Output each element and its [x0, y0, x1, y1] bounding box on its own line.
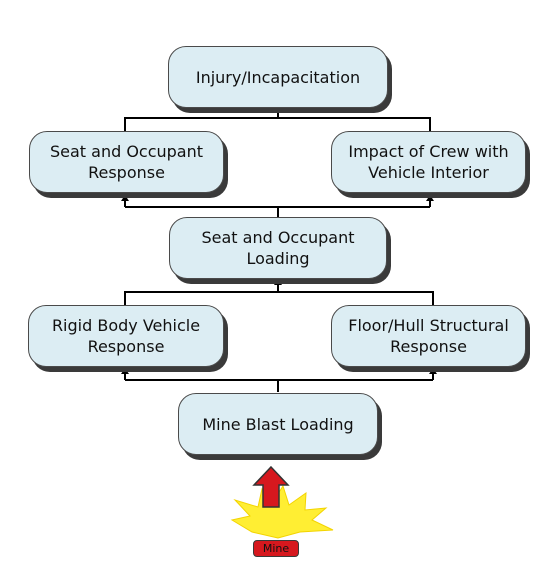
rigid-body-box: Rigid Body Vehicle Response	[28, 305, 224, 367]
seat-response-box: Seat and Occupant Response	[29, 131, 224, 193]
crew-impact-label: Impact of Crew with Vehicle Interior	[348, 142, 509, 182]
mine-blast-label: Mine Blast Loading	[202, 414, 354, 434]
blast-icon	[230, 484, 334, 539]
mine-label: Mine	[253, 540, 299, 557]
seat-loading-box: Seat and Occupant Loading	[169, 217, 387, 279]
blast-arrow-icon	[252, 465, 290, 508]
rigid-body-label: Rigid Body Vehicle Response	[51, 316, 201, 356]
floor-hull-box: Floor/Hull Structural Response	[331, 305, 526, 367]
crew-impact-box: Impact of Crew with Vehicle Interior	[331, 131, 526, 193]
injury-label: Injury/Incapacitation	[195, 67, 361, 87]
seat-response-label: Seat and Occupant Response	[49, 142, 204, 182]
seat-loading-label: Seat and Occupant Loading	[201, 228, 355, 268]
mine-blast-box: Mine Blast Loading	[178, 393, 378, 455]
injury-box: Injury/Incapacitation	[168, 46, 388, 108]
floor-hull-label: Floor/Hull Structural Response	[348, 316, 509, 356]
